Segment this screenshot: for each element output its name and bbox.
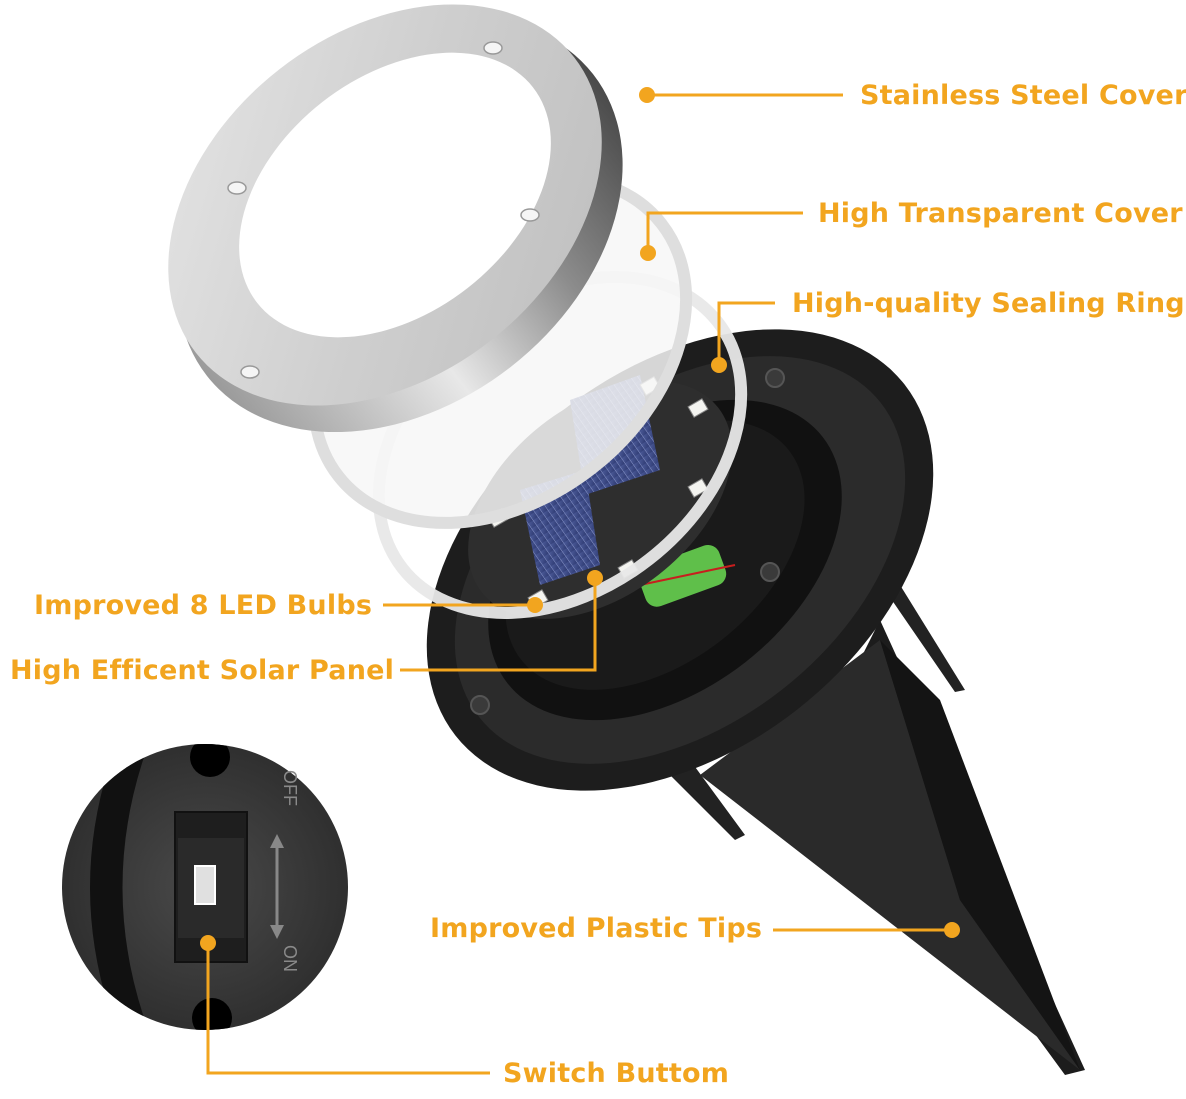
label-sealing-ring: High-quality Sealing Ring [792,288,1185,319]
callout-lines [206,93,952,1075]
label-led-bulbs: Improved 8 LED Bulbs [34,590,373,621]
switch-off-label: OFF [280,770,300,806]
label-stainless-steel-cover: Stainless Steel Cover [860,80,1186,111]
callout-dots [200,87,960,951]
label-switch-button: Switch Buttom [503,1058,730,1089]
switch-detail-illustration: OFF ON [62,744,348,1030]
label-plastic-tips: Improved Plastic Tips [430,913,763,944]
switch-on-label: ON [280,945,300,972]
stake-illustration [665,585,1085,1075]
steel-cover-illustration [168,4,623,433]
label-solar-panel: High Efficent Solar Panel [10,655,395,686]
label-high-transparent-cover: High Transparent Cover [818,198,1183,229]
